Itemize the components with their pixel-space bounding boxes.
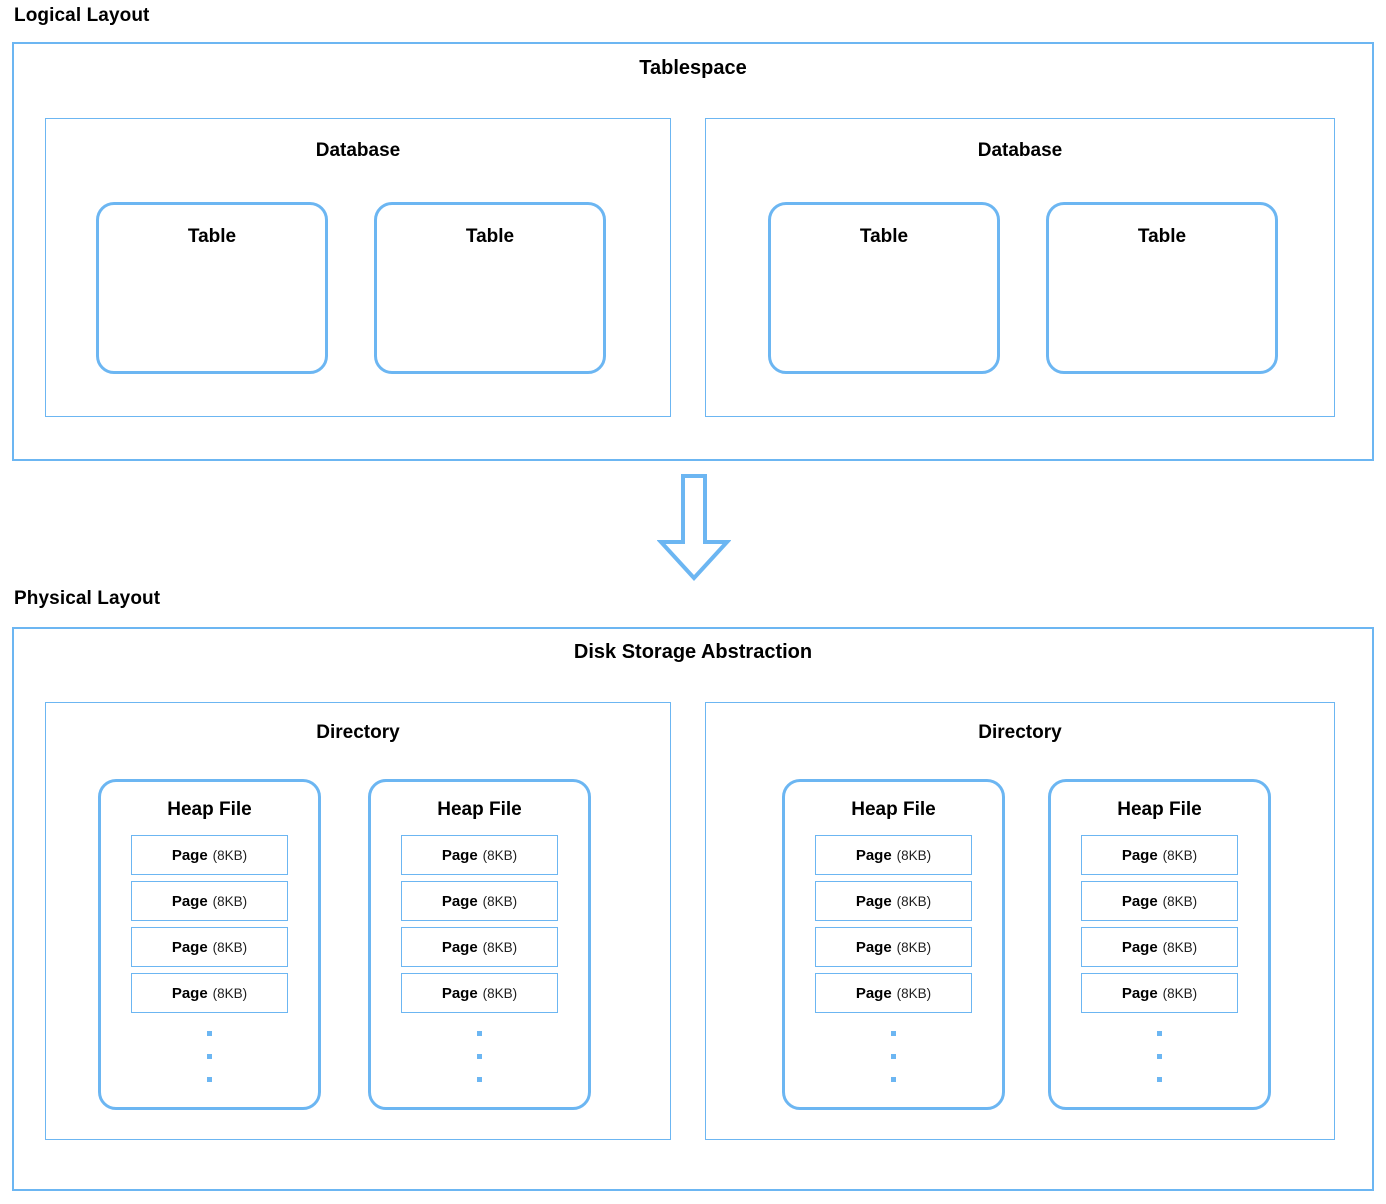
page-name: Page xyxy=(441,892,478,910)
page-size: (8KB) xyxy=(212,985,248,1001)
dot xyxy=(891,1077,896,1082)
page-row: Page (8KB) xyxy=(401,973,558,1013)
table-label-1: Table xyxy=(187,226,237,247)
page-row: Page (8KB) xyxy=(815,927,972,967)
page-row: Page (8KB) xyxy=(131,881,288,921)
directory-label-1: Directory xyxy=(316,722,400,743)
vertical-ellipsis-icon xyxy=(477,1031,482,1082)
page-row: Page (8KB) xyxy=(401,881,558,921)
page-row: Page (8KB) xyxy=(131,927,288,967)
page-name: Page xyxy=(1121,938,1158,956)
dot xyxy=(1157,1077,1162,1082)
page-stack-2: Page (8KB) Page (8KB) Page (8KB) Page (8… xyxy=(371,835,588,1082)
page-row: Page (8KB) xyxy=(131,835,288,875)
heap-file-box-3: Heap File Page (8KB) Page (8KB) Page (8K… xyxy=(782,779,1005,1110)
page-size: (8KB) xyxy=(896,985,932,1001)
table-box-2: Table xyxy=(374,202,606,374)
dot xyxy=(1157,1054,1162,1059)
page-name: Page xyxy=(855,938,892,956)
table-box-3: Table xyxy=(768,202,1000,374)
page-size: (8KB) xyxy=(896,893,932,909)
dot xyxy=(891,1031,896,1036)
heap-file-box-1: Heap File Page (8KB) Page (8KB) Page (8K… xyxy=(98,779,321,1110)
page-row: Page (8KB) xyxy=(1081,973,1238,1013)
page-name: Page xyxy=(855,846,892,864)
dot xyxy=(477,1077,482,1082)
page-size: (8KB) xyxy=(1162,985,1198,1001)
page-name: Page xyxy=(855,892,892,910)
vertical-ellipsis-icon xyxy=(891,1031,896,1082)
page-size: (8KB) xyxy=(482,847,518,863)
dot xyxy=(477,1031,482,1036)
page-name: Page xyxy=(171,984,208,1002)
page-row: Page (8KB) xyxy=(815,881,972,921)
page-stack-4: Page (8KB) Page (8KB) Page (8KB) Page (8… xyxy=(1051,835,1268,1082)
dot xyxy=(207,1077,212,1082)
heap-file-box-4: Heap File Page (8KB) Page (8KB) Page (8K… xyxy=(1048,779,1271,1110)
vertical-ellipsis-icon xyxy=(1157,1031,1162,1082)
heap-file-label-4: Heap File xyxy=(1117,799,1202,820)
page-size: (8KB) xyxy=(482,939,518,955)
down-arrow-icon xyxy=(657,474,731,581)
page-size: (8KB) xyxy=(212,847,248,863)
page-row: Page (8KB) xyxy=(1081,835,1238,875)
table-box-1: Table xyxy=(96,202,328,374)
page-name: Page xyxy=(441,846,478,864)
page-row: Page (8KB) xyxy=(1081,927,1238,967)
page-name: Page xyxy=(171,892,208,910)
page-row: Page (8KB) xyxy=(131,973,288,1013)
heap-file-label-1: Heap File xyxy=(167,799,252,820)
page-name: Page xyxy=(441,984,478,1002)
logical-layout-section-title: Logical Layout xyxy=(14,5,150,26)
page-stack-1: Page (8KB) Page (8KB) Page (8KB) Page (8… xyxy=(101,835,318,1082)
page-name: Page xyxy=(1121,984,1158,1002)
page-row: Page (8KB) xyxy=(401,835,558,875)
page-size: (8KB) xyxy=(896,847,932,863)
dot xyxy=(207,1031,212,1036)
page-size: (8KB) xyxy=(1162,893,1198,909)
page-size: (8KB) xyxy=(896,939,932,955)
page-row: Page (8KB) xyxy=(1081,881,1238,921)
page-row: Page (8KB) xyxy=(815,973,972,1013)
page-size: (8KB) xyxy=(212,893,248,909)
disk-storage-abstraction-label: Disk Storage Abstraction xyxy=(573,641,813,663)
dot xyxy=(891,1054,896,1059)
page-name: Page xyxy=(441,938,478,956)
tablespace-label: Tablespace xyxy=(639,57,747,79)
heap-file-label-2: Heap File xyxy=(437,799,522,820)
table-label-2: Table xyxy=(465,226,515,247)
vertical-ellipsis-icon xyxy=(207,1031,212,1082)
heap-file-box-2: Heap File Page (8KB) Page (8KB) Page (8K… xyxy=(368,779,591,1110)
heap-file-label-3: Heap File xyxy=(851,799,936,820)
page-row: Page (8KB) xyxy=(401,927,558,967)
page-name: Page xyxy=(1121,846,1158,864)
directory-label-2: Directory xyxy=(978,722,1062,743)
dot xyxy=(207,1054,212,1059)
physical-layout-section-title: Physical Layout xyxy=(14,588,161,609)
table-label-3: Table xyxy=(859,226,909,247)
dot xyxy=(477,1054,482,1059)
table-label-4: Table xyxy=(1137,226,1187,247)
page-size: (8KB) xyxy=(212,939,248,955)
page-name: Page xyxy=(855,984,892,1002)
page-size: (8KB) xyxy=(482,985,518,1001)
dot xyxy=(1157,1031,1162,1036)
page-row: Page (8KB) xyxy=(815,835,972,875)
page-size: (8KB) xyxy=(1162,939,1198,955)
database-label-1: Database xyxy=(315,140,401,161)
database-label-2: Database xyxy=(977,140,1063,161)
page-stack-3: Page (8KB) Page (8KB) Page (8KB) Page (8… xyxy=(785,835,1002,1082)
page-size: (8KB) xyxy=(1162,847,1198,863)
table-box-4: Table xyxy=(1046,202,1278,374)
page-name: Page xyxy=(171,938,208,956)
page-name: Page xyxy=(1121,892,1158,910)
page-name: Page xyxy=(171,846,208,864)
page-size: (8KB) xyxy=(482,893,518,909)
